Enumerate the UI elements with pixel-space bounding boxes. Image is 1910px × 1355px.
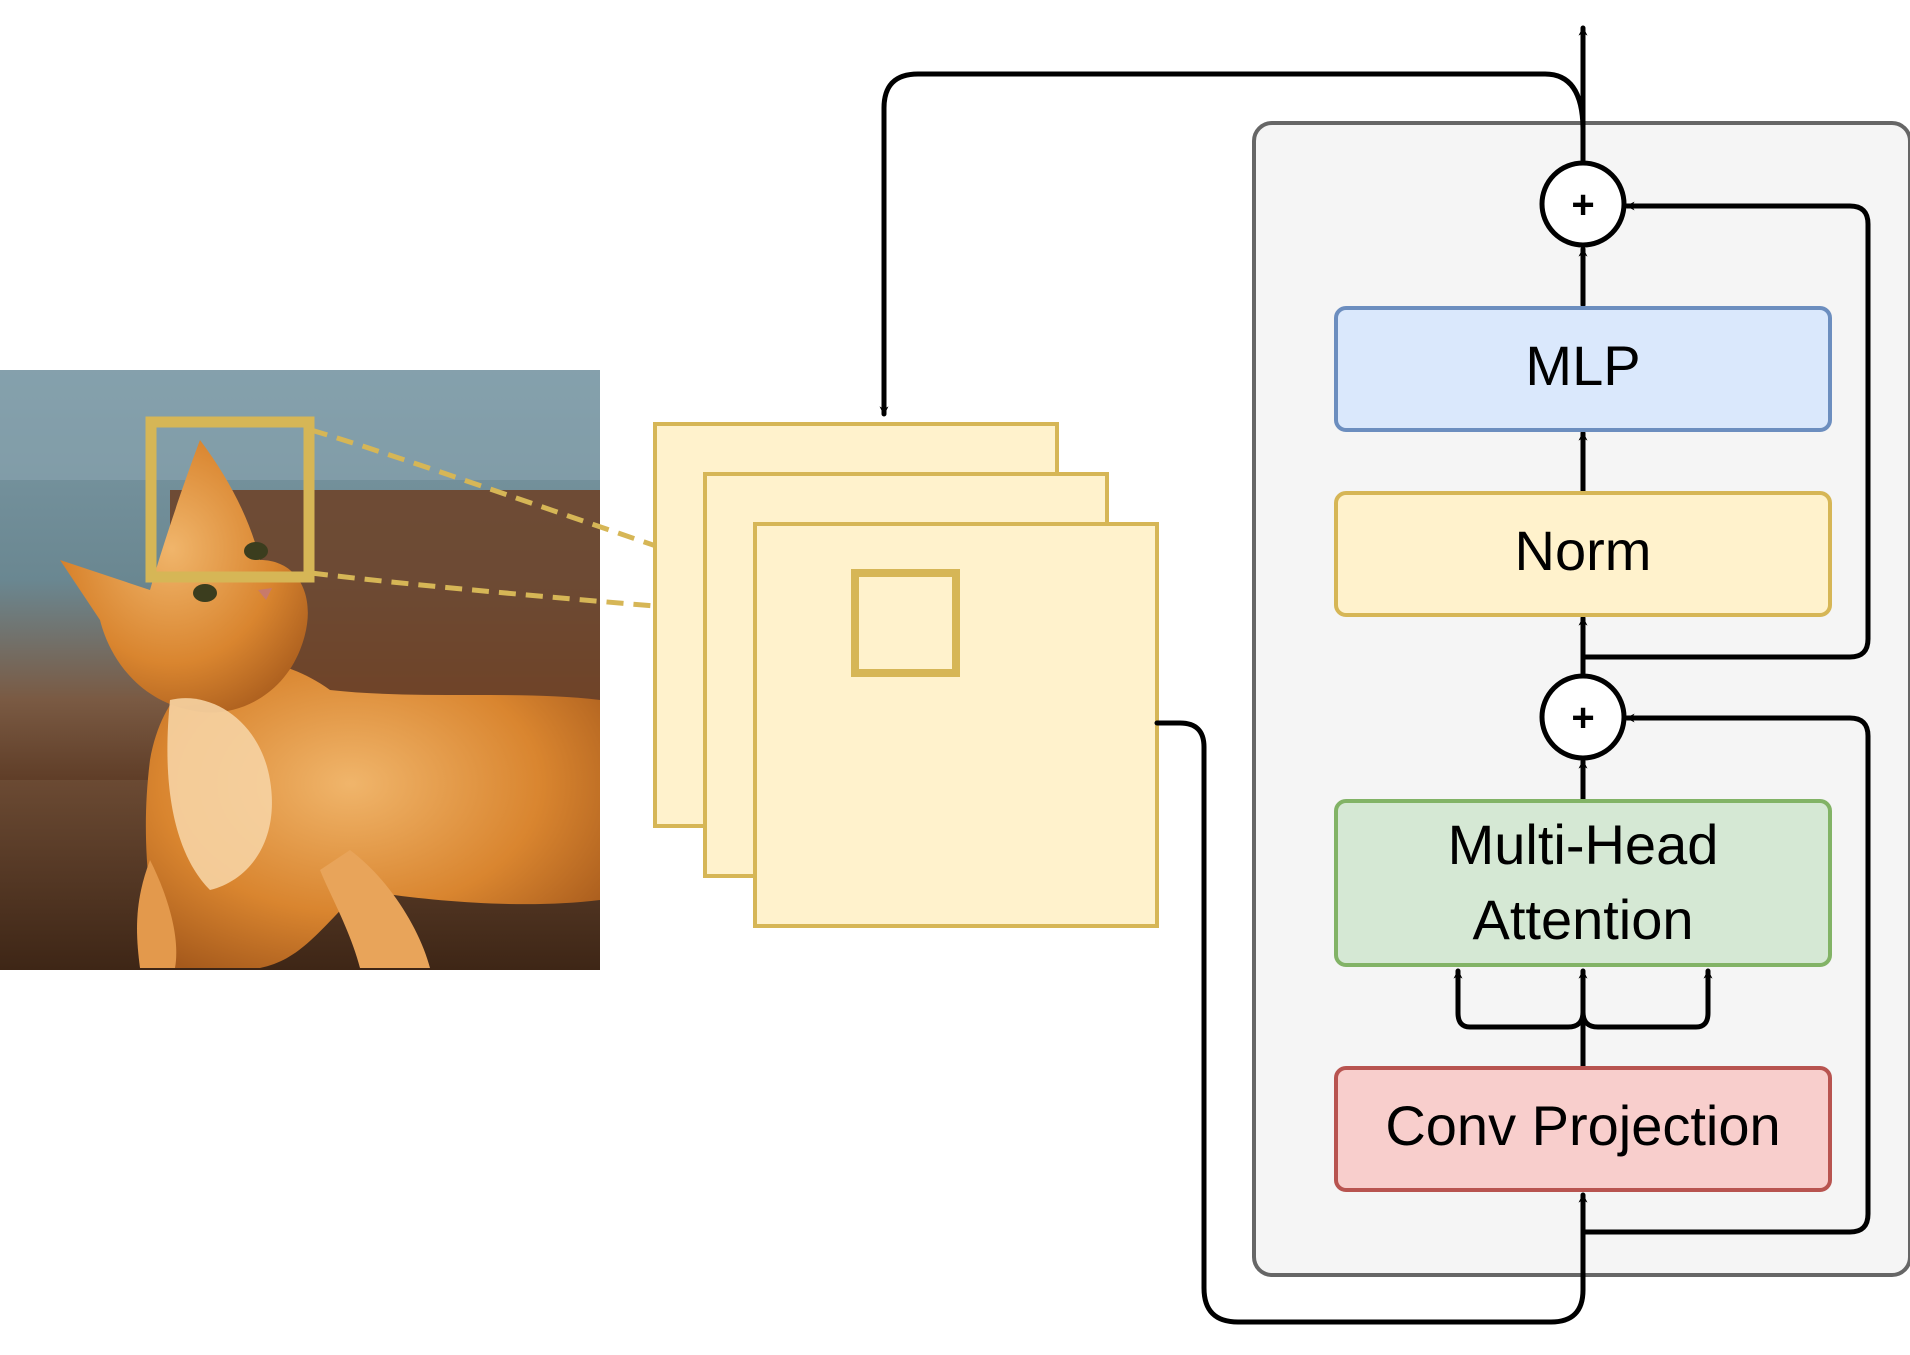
cat-front-leg-2 — [137, 860, 177, 968]
adder-bottom-symbol: + — [1571, 696, 1594, 740]
mlp-label: MLP — [1525, 334, 1640, 397]
cat-photo — [0, 370, 601, 970]
feature-map-stack — [653, 422, 1159, 928]
adder-top-symbol: + — [1571, 183, 1594, 227]
image-patch-frame — [145, 416, 315, 583]
attention-box — [1334, 799, 1832, 967]
arrow-branch-left — [1453, 968, 1586, 1030]
arrow-residual-2 — [1580, 201, 1871, 660]
conv-projection-label: Conv Projection — [1385, 1094, 1780, 1157]
norm-box — [1334, 491, 1832, 617]
cat-body — [145, 661, 601, 968]
connectors — [879, 25, 1871, 1325]
conv-projection-block: Conv Projection — [1334, 1066, 1832, 1192]
conv-projection-box — [1334, 1066, 1832, 1192]
dashed-link-bottom — [310, 570, 901, 629]
cat-eye-right — [244, 542, 268, 560]
arrow-branch-right — [1580, 968, 1713, 1030]
cat-front-leg — [320, 850, 430, 968]
adder-bottom: + — [1539, 673, 1627, 761]
arrow-residual-1 — [1580, 713, 1871, 1235]
arrow-input-to-conv — [1154, 720, 1588, 1325]
cat-eye-left — [193, 584, 217, 602]
norm-block: Norm — [1334, 491, 1832, 617]
norm-label: Norm — [1515, 519, 1652, 582]
attention-label-line1: Multi-Head — [1448, 813, 1719, 876]
cat-chest — [167, 698, 272, 890]
attention-block: Multi-Head Attention — [1334, 799, 1832, 967]
feature-map-patch — [851, 569, 960, 677]
cat-nose — [258, 588, 272, 600]
attention-label-line2: Attention — [1472, 888, 1693, 951]
arrow-feedback-to-maps — [879, 71, 1586, 417]
adder-top: + — [1539, 160, 1627, 248]
mlp-block: MLP — [1334, 306, 1832, 432]
mlp-box — [1334, 306, 1832, 432]
